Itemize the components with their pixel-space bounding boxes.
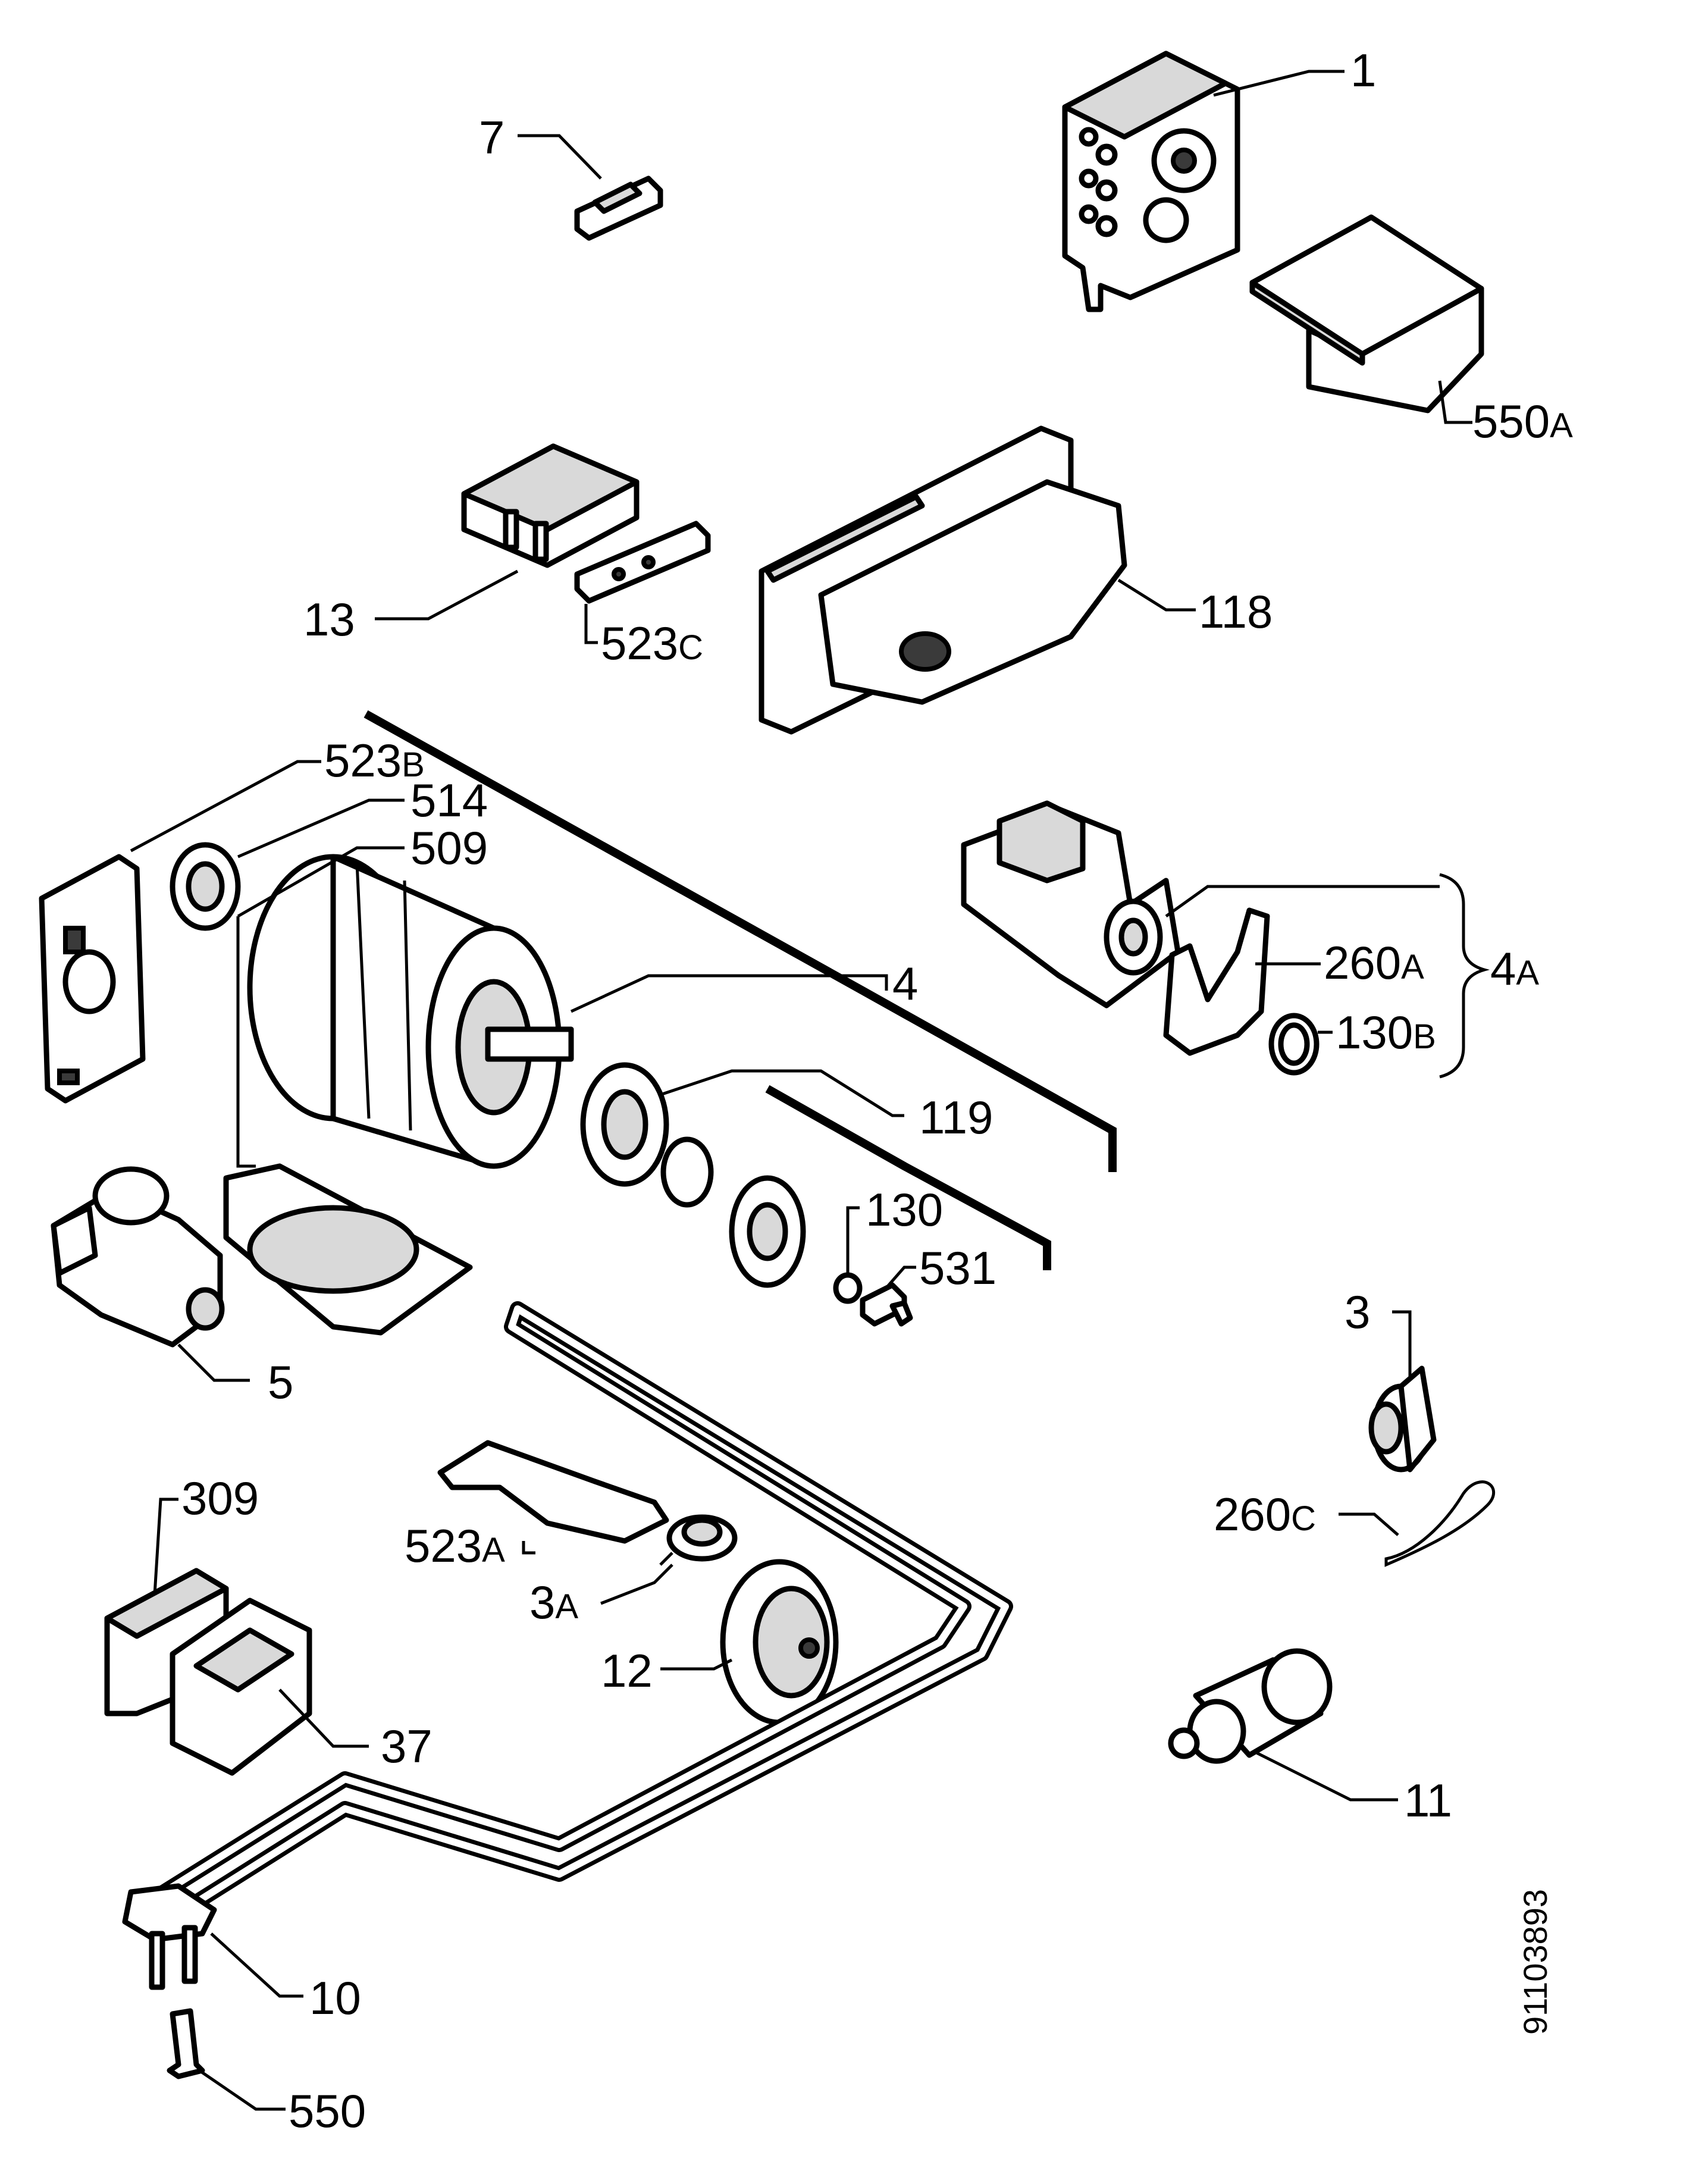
leader-7 — [518, 134, 602, 180]
label-11: 11 — [1404, 1774, 1452, 1827]
label-130: 130 — [866, 1183, 943, 1236]
brace-4A — [1439, 873, 1490, 1079]
part-10-heating-element — [122, 1301, 1013, 1990]
part-531-screw — [860, 1282, 913, 1327]
leader-4A-top — [1165, 885, 1440, 918]
leader-130 — [846, 1206, 860, 1273]
leader-12 — [660, 1658, 733, 1671]
leader-260C — [1339, 1512, 1399, 1536]
leader-5 — [177, 1343, 250, 1382]
part-260A-clip — [1163, 907, 1270, 1056]
part-514-seal — [170, 842, 241, 931]
label-509: 509 — [410, 822, 488, 874]
label-130B: 130B — [1336, 1006, 1436, 1058]
label-10: 10 — [309, 1972, 361, 2024]
leader-10 — [210, 1932, 303, 1998]
drawing-number: 91103893 — [1516, 1889, 1554, 2035]
label-5: 5 — [268, 1356, 293, 1408]
part-550A-cover — [1249, 214, 1484, 414]
part-130-ring — [833, 1272, 863, 1304]
label-309: 309 — [181, 1472, 259, 1524]
label-523A: 523A — [405, 1520, 505, 1572]
leader-523C — [584, 604, 598, 644]
part-130B-ring — [1268, 1013, 1320, 1076]
label-523B: 523B — [324, 734, 425, 787]
part-11-capacitor — [1168, 1648, 1333, 1764]
part-1-timer — [1062, 51, 1240, 312]
label-260A: 260A — [1324, 936, 1424, 989]
label-4: 4 — [892, 957, 918, 1010]
leader-509-top — [237, 846, 405, 918]
leader-4 — [570, 974, 888, 1013]
leader-514 — [237, 798, 405, 859]
part-523C-bracket — [574, 521, 711, 604]
label-3: 3 — [1345, 1286, 1370, 1338]
part-523B-panel — [39, 854, 146, 1104]
part-4A-drain-pump — [961, 800, 1181, 1008]
part-118-dispenser — [759, 425, 1127, 735]
leader-13 — [375, 569, 519, 621]
leader-1 — [1213, 70, 1345, 97]
label-531: 531 — [919, 1242, 996, 1294]
label-1: 1 — [1350, 44, 1376, 96]
part-509-motor — [247, 854, 574, 1169]
label-119: 119 — [919, 1091, 993, 1144]
leader-309 — [153, 1498, 178, 1595]
part-5-inlet-valve — [51, 1166, 225, 1348]
label-514: 514 — [410, 774, 488, 826]
label-523C: 523C — [601, 617, 703, 669]
leader-3A — [600, 1564, 673, 1605]
part-523A-bracket — [437, 1440, 669, 1544]
label-12: 12 — [601, 1644, 653, 1697]
leader-523A — [522, 1541, 535, 1555]
leader-509 — [236, 916, 256, 1168]
part-550-pin — [167, 2008, 205, 2079]
leader-550 — [198, 2069, 286, 2111]
label-37: 37 — [381, 1720, 433, 1772]
leader-531 — [882, 1265, 916, 1292]
part-7-switch — [574, 176, 663, 241]
part-37-relay — [170, 1597, 312, 1776]
part-13-switch-block — [461, 443, 640, 568]
leader-37 — [278, 1689, 369, 1748]
label-3A: 3A — [529, 1576, 578, 1628]
bracket-4 — [363, 710, 1117, 1172]
leader-523B — [130, 760, 321, 853]
part-motor-base — [223, 1163, 473, 1336]
part-3-pressure-switch — [1368, 1365, 1437, 1473]
label-550: 550 — [289, 2085, 366, 2137]
label-7: 7 — [479, 111, 504, 164]
leader-118 — [1117, 578, 1196, 612]
part-119-parts — [580, 1062, 806, 1288]
leader-119 — [660, 1069, 904, 1117]
label-13: 13 — [303, 593, 355, 646]
part-3A-thermostat — [659, 1514, 738, 1566]
leader-550A — [1438, 380, 1472, 424]
label-550A: 550A — [1472, 395, 1573, 447]
label-4A: 4A — [1490, 942, 1539, 995]
leader-3 — [1392, 1310, 1412, 1380]
part-260C-clip — [1384, 1480, 1496, 1567]
bracket-119 — [765, 1085, 1051, 1270]
part-12-sensor — [720, 1559, 839, 1725]
leader-11 — [1254, 1750, 1398, 1802]
label-118: 118 — [1199, 585, 1273, 638]
label-260C: 260C — [1214, 1488, 1316, 1540]
